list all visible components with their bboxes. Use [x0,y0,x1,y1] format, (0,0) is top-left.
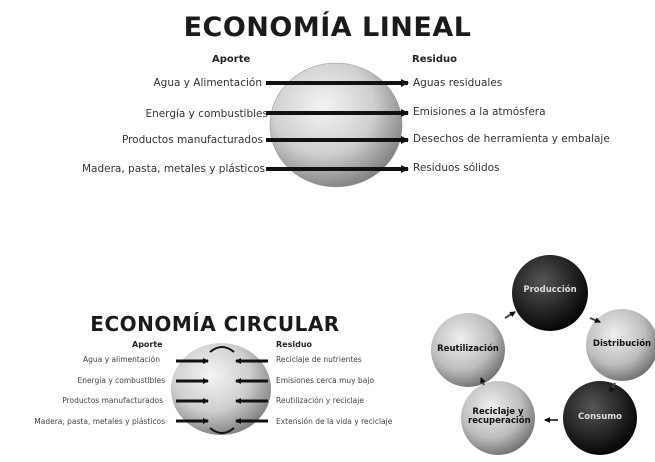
circular-output-label: Reutilización y reciclaje [276,396,364,405]
cycle-arrow [589,317,601,323]
linear-input-header: Aporte [212,54,251,65]
cycle-node-sphere [563,381,637,455]
linear-output-label: Emisiones a la atmósfera [413,106,546,118]
cycle-node-label: Consumo [578,412,622,422]
linear-output-label: Aguas residuales [413,77,503,89]
circular-sphere [171,343,271,435]
circular-arrow [209,427,235,434]
cycle-arrow [504,311,516,319]
cycle-node-sphere [586,309,655,381]
cycle-arrow [609,382,616,393]
cycle-node-sphere [461,381,535,455]
linear-title: ECONOMÍA LINEAL [183,12,472,43]
circular-input-label: Agua y alimentación [83,355,160,364]
linear-input-label: Madera, pasta, metales y plásticos [81,163,265,175]
linear-input-label: Agua y Alimentación [153,77,262,89]
linear-sphere [269,62,403,188]
cycle-node-label: Reutilización [437,344,499,354]
linear-input-label: Productos manufacturados [121,134,263,146]
circular-arrows [176,346,268,434]
cycle-node-sphere [431,313,505,387]
circular-input-label: Energía y combustibles [77,376,165,385]
circular-output-header: Residuo [276,340,313,349]
cycle-diagram [431,255,655,455]
circular-output-label: Reciclaje de nutrientes [276,355,362,364]
linear-output-header: Residuo [412,54,458,65]
cycle-node-label: Reciclaje y recuperación [468,407,531,427]
circular-output-label: Emisiones cerca muy bajo [276,376,375,385]
linear-output-label: Desechos de herramienta y embalaje [413,133,610,145]
linear-arrows [266,79,409,173]
circular-arrow [209,346,235,353]
circular-input-header: Aporte [132,340,163,349]
linear-input-label: Energía y combustibles [145,108,268,120]
circular-output-label: Extensión de la vida y reciclaje [276,417,393,426]
cycle-node-sphere [512,255,588,331]
cycle-arrow [480,377,486,386]
cycle-node-label: Distribución [592,339,652,349]
circular-title: ECONOMÍA CIRCULAR [90,312,340,336]
linear-output-label: Residuos sólidos [413,162,500,174]
circular-input-label: Madera, pasta, metales y plásticos [34,417,165,426]
circular-input-label: Productos manufacturados [62,396,163,405]
cycle-node-label: Producción [523,285,577,295]
